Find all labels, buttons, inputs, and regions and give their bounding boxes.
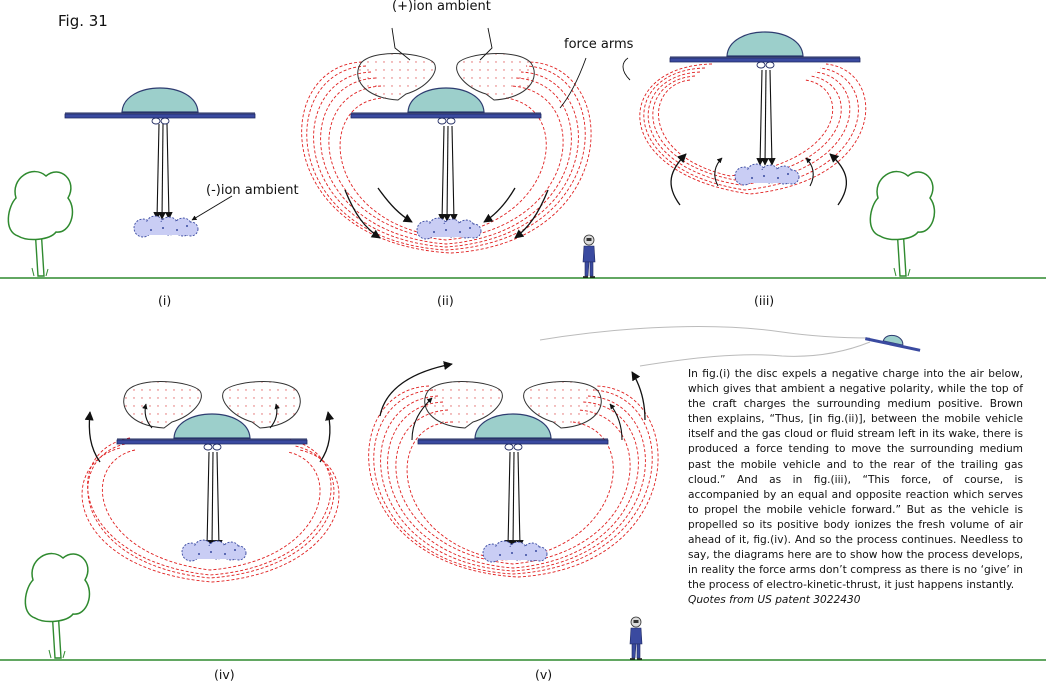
distant-craft-icon xyxy=(864,334,921,352)
panel-label-iv: (iv) xyxy=(214,667,235,682)
panel-iii-diagram xyxy=(622,31,867,206)
caption-source: Quotes from US patent 3022430 xyxy=(688,594,861,607)
panel-iv-diagram xyxy=(81,381,340,583)
panel-label-i: (i) xyxy=(158,293,172,308)
panel-label-ii: (ii) xyxy=(437,293,454,308)
label-pos-ion-ambient: (+)ion ambient xyxy=(392,0,491,14)
tree-icon xyxy=(869,170,936,277)
person-icon xyxy=(582,234,596,278)
caption-block: In fig.(i) the disc expels a negative ch… xyxy=(688,367,1023,609)
tree-icon xyxy=(7,170,74,277)
label-neg-ion-ambient: (-)ion ambient xyxy=(206,183,299,198)
tree-icon xyxy=(24,552,91,659)
panel-ii-diagram xyxy=(301,27,592,254)
panel-label-iii: (iii) xyxy=(754,293,775,308)
caption-text: In fig.(i) the disc expels a negative ch… xyxy=(688,368,1023,592)
label-force-arms: force arms xyxy=(564,37,634,52)
panel-i-diagram xyxy=(64,87,256,238)
figure-title: Fig. 31 xyxy=(58,12,108,30)
panel-v-diagram xyxy=(368,326,921,578)
panel-label-v: (v) xyxy=(535,667,553,682)
person-icon xyxy=(629,616,643,660)
